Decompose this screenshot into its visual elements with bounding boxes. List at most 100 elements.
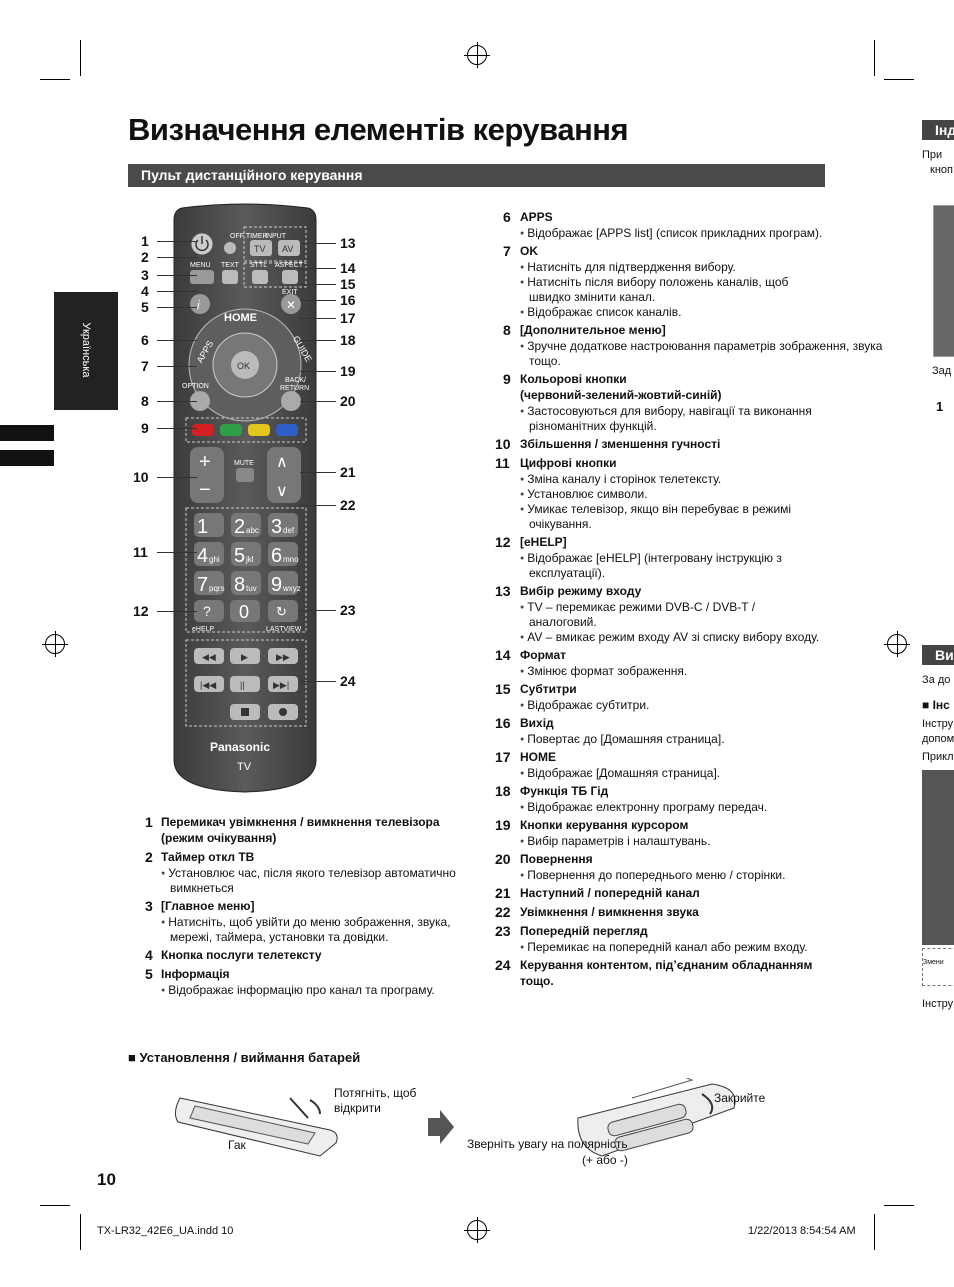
digit-letters: ghi bbox=[209, 555, 220, 564]
item-bullet: Повернення до попереднього меню / сторін… bbox=[520, 868, 785, 883]
leader-line bbox=[157, 340, 197, 341]
item-number: 2 bbox=[145, 849, 153, 865]
svg-text:ASPECT: ASPECT bbox=[275, 262, 304, 269]
item-title: Керування контентом, під’єднаним обладна… bbox=[520, 958, 813, 972]
digit-label: 5 bbox=[234, 545, 245, 567]
item-title: APPS bbox=[520, 210, 553, 224]
adjacent-text: Прикл bbox=[922, 751, 954, 763]
leader-line bbox=[300, 401, 336, 402]
remote-back-open-illustration bbox=[174, 1097, 338, 1157]
leader-line bbox=[157, 291, 197, 292]
side-bar-marker bbox=[0, 425, 54, 441]
svg-text:MUTE: MUTE bbox=[234, 460, 254, 467]
item-bullet: Установлює час, після якого телевізор ав… bbox=[161, 866, 456, 881]
item-bullet: Змінює формат зображення. bbox=[520, 664, 687, 679]
svg-text:AV: AV bbox=[282, 244, 293, 254]
registration-mark-icon bbox=[884, 631, 910, 657]
adjacent-text: Зад bbox=[932, 365, 952, 377]
item-number: 9 bbox=[503, 371, 511, 387]
item-bullet: Умикає телевізор, якщо він перебуває в р… bbox=[520, 502, 791, 517]
item-bullet: Зміна каналу і сторінок телетексту. bbox=[520, 472, 721, 487]
item-number: 12 bbox=[495, 534, 511, 550]
battery-heading: ■ Установлення / виймання батарей bbox=[128, 1050, 361, 1065]
section-heading: Пульт дистанційного керування bbox=[128, 164, 825, 187]
item-bullet: аналоговий. bbox=[529, 615, 597, 629]
item-number: 15 bbox=[495, 681, 511, 697]
item-number: 7 bbox=[503, 243, 511, 259]
item-title: тощо. bbox=[520, 974, 554, 988]
item-number: 16 bbox=[495, 715, 511, 731]
svg-text:EXIT: EXIT bbox=[282, 289, 298, 296]
item-bullet: очікування. bbox=[529, 517, 592, 531]
polarity-label-2: (+ або -) bbox=[582, 1153, 628, 1167]
leader-line bbox=[157, 611, 197, 612]
svg-text:∨: ∨ bbox=[276, 483, 288, 500]
leader-line bbox=[157, 366, 197, 367]
item-bullet: Відображає інформацію про канал та прогр… bbox=[161, 983, 435, 998]
svg-text:▶▶: ▶▶ bbox=[276, 652, 290, 662]
leader-line bbox=[300, 610, 336, 611]
digit-button bbox=[268, 513, 298, 537]
crop-mark bbox=[40, 79, 70, 80]
svg-text:?: ? bbox=[203, 603, 211, 619]
item-title: Попередній перегляд bbox=[520, 924, 648, 938]
item-bullet: AV – вмикає режим входу AV зі списку виб… bbox=[520, 630, 819, 645]
item-number: 18 bbox=[495, 783, 511, 799]
item-bullet: Застосовуються для вибору, навігації та … bbox=[520, 404, 812, 419]
callout-number: 10 bbox=[133, 469, 149, 485]
item-title: Перемикач увімкнення / вимкнення телевіз… bbox=[161, 815, 440, 829]
digit-label: 4 bbox=[197, 545, 208, 567]
arrow-right-icon bbox=[428, 1110, 454, 1144]
svg-text:OK: OK bbox=[237, 361, 250, 371]
callout-number: 11 bbox=[133, 544, 148, 560]
item-number: 3 bbox=[145, 898, 153, 914]
callout-number: 21 bbox=[340, 464, 356, 480]
item-number: 10 bbox=[495, 436, 511, 452]
svg-text:eHELP: eHELP bbox=[192, 626, 215, 633]
item-number: 11 bbox=[495, 455, 510, 471]
item-number: 14 bbox=[495, 647, 511, 663]
item-bullet: Відображає [APPS list] (список прикладни… bbox=[520, 226, 822, 241]
item-bullet: експлуатації). bbox=[529, 566, 606, 580]
digit-label: 6 bbox=[271, 545, 282, 567]
svg-text:|◀◀: |◀◀ bbox=[200, 680, 216, 690]
digit-letters: jkl bbox=[245, 555, 254, 564]
callout-number: 24 bbox=[340, 673, 356, 689]
digit-button bbox=[194, 513, 224, 537]
item-title: HOME bbox=[520, 750, 556, 764]
item-title: Функція ТБ Гід bbox=[520, 784, 609, 798]
item-bullet: TV – перемикає режими DVB-C / DVB-T / bbox=[520, 600, 755, 615]
leader-line bbox=[157, 275, 197, 276]
svg-text:∧: ∧ bbox=[276, 454, 288, 471]
svg-text:RETURN: RETURN bbox=[280, 385, 309, 392]
svg-text:TV: TV bbox=[254, 244, 266, 254]
leader-line bbox=[157, 428, 197, 429]
leader-line bbox=[157, 307, 197, 308]
adjacent-text: За до bbox=[922, 674, 951, 686]
callout-number: 13 bbox=[340, 235, 356, 251]
leader-line bbox=[300, 300, 336, 301]
svg-text:HOME: HOME bbox=[224, 312, 257, 324]
svg-text:✕: ✕ bbox=[286, 298, 296, 312]
off-timer-label: OFF TIMER bbox=[230, 233, 268, 240]
leader-line bbox=[157, 241, 197, 242]
item-title: Формат bbox=[520, 648, 567, 662]
svg-text:||: || bbox=[240, 680, 245, 690]
svg-text:TV: TV bbox=[237, 761, 252, 773]
leader-line bbox=[300, 371, 336, 372]
leader-line bbox=[300, 472, 336, 473]
digit-label: 3 bbox=[271, 516, 282, 538]
adjacent-text: Інстру bbox=[922, 718, 954, 730]
item-bullet: Натисніть після вибору положень каналів,… bbox=[520, 275, 788, 290]
item-bullet: Відображає [eHELP] (інтегровану інструкц… bbox=[520, 551, 782, 566]
item-number: 13 bbox=[495, 583, 511, 599]
item-number: 4 bbox=[145, 947, 153, 963]
adjacent-remote-image bbox=[933, 205, 954, 357]
leader-line bbox=[300, 243, 336, 244]
item-title: Кнопки керування курсором bbox=[520, 818, 689, 832]
item-title: Збільшення / зменшення гучності bbox=[520, 437, 721, 451]
leader-line bbox=[300, 681, 336, 682]
adjacent-menu-image bbox=[922, 770, 954, 945]
item-bullet: Перемикає на попередній канал або режим … bbox=[520, 940, 807, 955]
digit-letters: wxyz bbox=[282, 584, 301, 593]
